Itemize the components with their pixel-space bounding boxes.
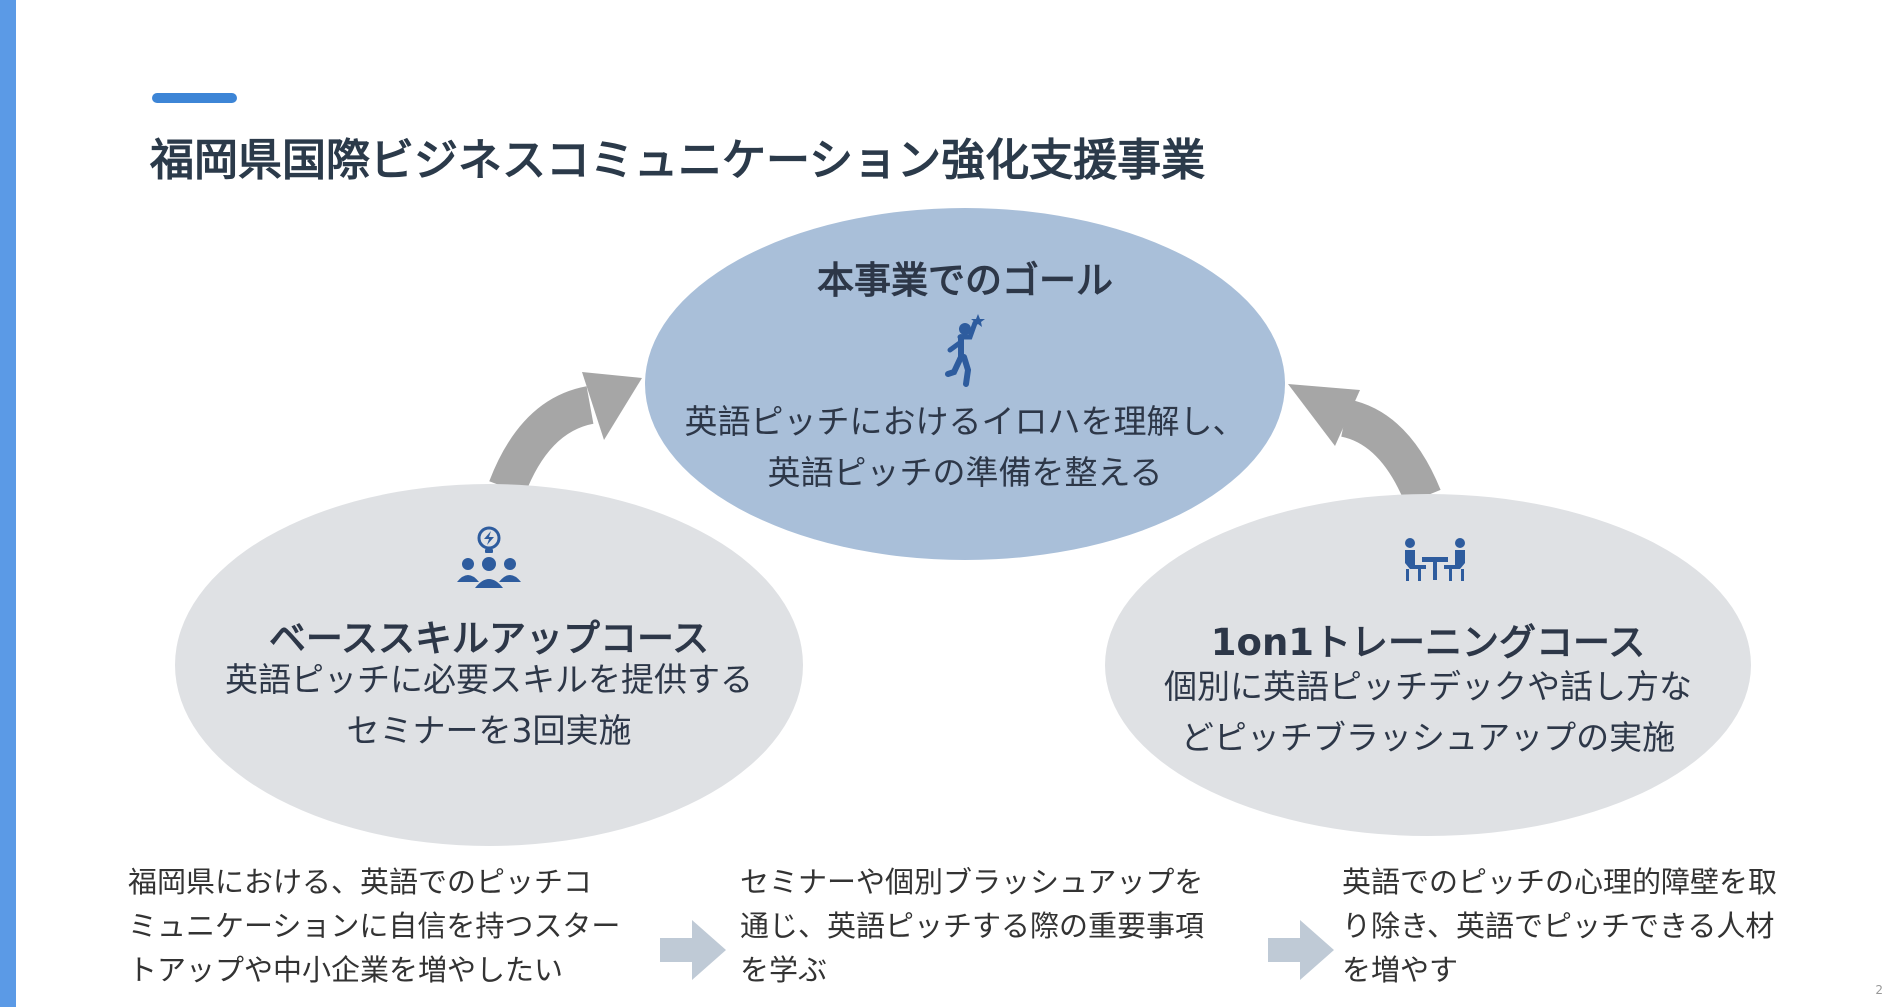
flow-step-1: 福岡県における、英語でのピッチコ ミュニケーションに自信を持つスター トアップや…: [128, 865, 621, 987]
title-accent-line: [152, 93, 237, 103]
team-idea-icon: [457, 526, 521, 588]
page-title: 福岡県国際ビジネスコミュニケーション強化支援事業: [150, 135, 1206, 186]
base-course-line-2: セミナーを3回実施: [346, 711, 632, 750]
right-arrow-head: [1288, 384, 1360, 446]
goal-line-1: 英語ピッチにおけるイロハを理解し、: [684, 402, 1246, 441]
reaching-star-icon: [945, 314, 985, 387]
goal-heading: 本事業でのゴール: [817, 259, 1113, 302]
flow-step-3: 英語でのピッチの心理的障壁を取 り除き、英語でピッチできる人材 を増やす: [1342, 865, 1778, 987]
left-curved-arrow: [489, 386, 595, 496]
oneonone-course-ellipse: [1105, 494, 1751, 836]
base-course-heading: ベーススキルアップコース: [268, 617, 710, 660]
oneonone-course-heading: 1on1トレーニングコース: [1210, 621, 1646, 664]
left-accent-bar: [0, 0, 16, 1007]
flow-arrow-right-icon: [1268, 920, 1334, 980]
meeting-icon: [1405, 538, 1465, 581]
base-course-line-1: 英語ピッチに必要スキルを提供する: [225, 660, 753, 699]
flow-arrow-right-icon: [660, 920, 726, 980]
flow-step-2: セミナーや個別ブラッシュアップを 通じ、英語ピッチする際の重要事項 を学ぶ: [740, 865, 1205, 987]
oneonone-course-line-2: どピッチブラッシュアップの実施: [1180, 718, 1676, 757]
left-arrow-head: [582, 372, 642, 440]
right-curved-arrow: [1340, 399, 1441, 505]
goal-line-2: 英語ピッチの準備を整える: [767, 453, 1163, 492]
page-number: 2: [1875, 983, 1883, 997]
base-course-ellipse: [175, 484, 803, 846]
base-course-description: 英語ピッチに必要スキルを提供する セミナーを3回実施: [175, 654, 803, 756]
oneonone-course-line-1: 個別に英語ピッチデックや話し方な: [1164, 667, 1692, 706]
goal-description: 英語ピッチにおけるイロハを理解し、 英語ピッチの準備を整える: [645, 396, 1285, 498]
oneonone-course-description: 個別に英語ピッチデックや話し方な どピッチブラッシュアップの実施: [1105, 661, 1751, 763]
